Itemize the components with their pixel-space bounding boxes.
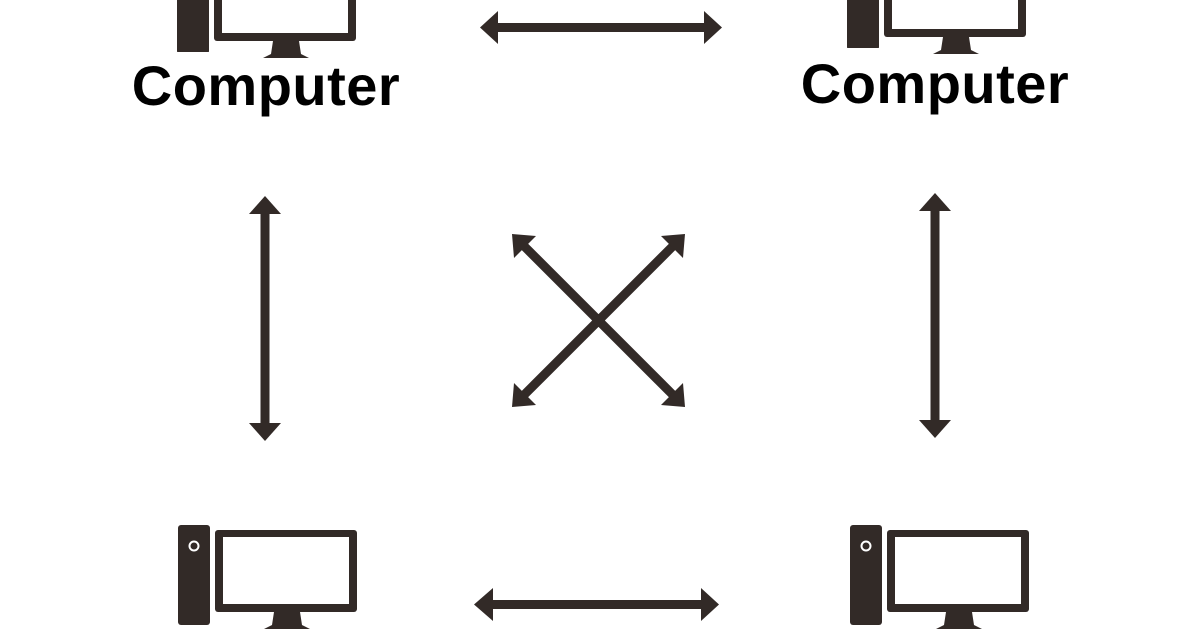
computer-icon-top-right xyxy=(847,0,1026,54)
computer-icon-bottom-left xyxy=(178,525,357,629)
computer-icon-top-left xyxy=(177,0,356,58)
double-arrow-diagonal-tr-bl xyxy=(512,234,685,407)
double-arrow-bottom xyxy=(474,588,719,621)
double-arrow-left xyxy=(249,196,281,441)
double-arrow-right xyxy=(919,193,951,438)
computer-icon-bottom-right xyxy=(850,525,1029,629)
computer-label-top-left: Computer xyxy=(131,54,401,117)
double-arrow-top xyxy=(480,11,722,44)
computer-label-top-right: Computer xyxy=(800,52,1070,115)
